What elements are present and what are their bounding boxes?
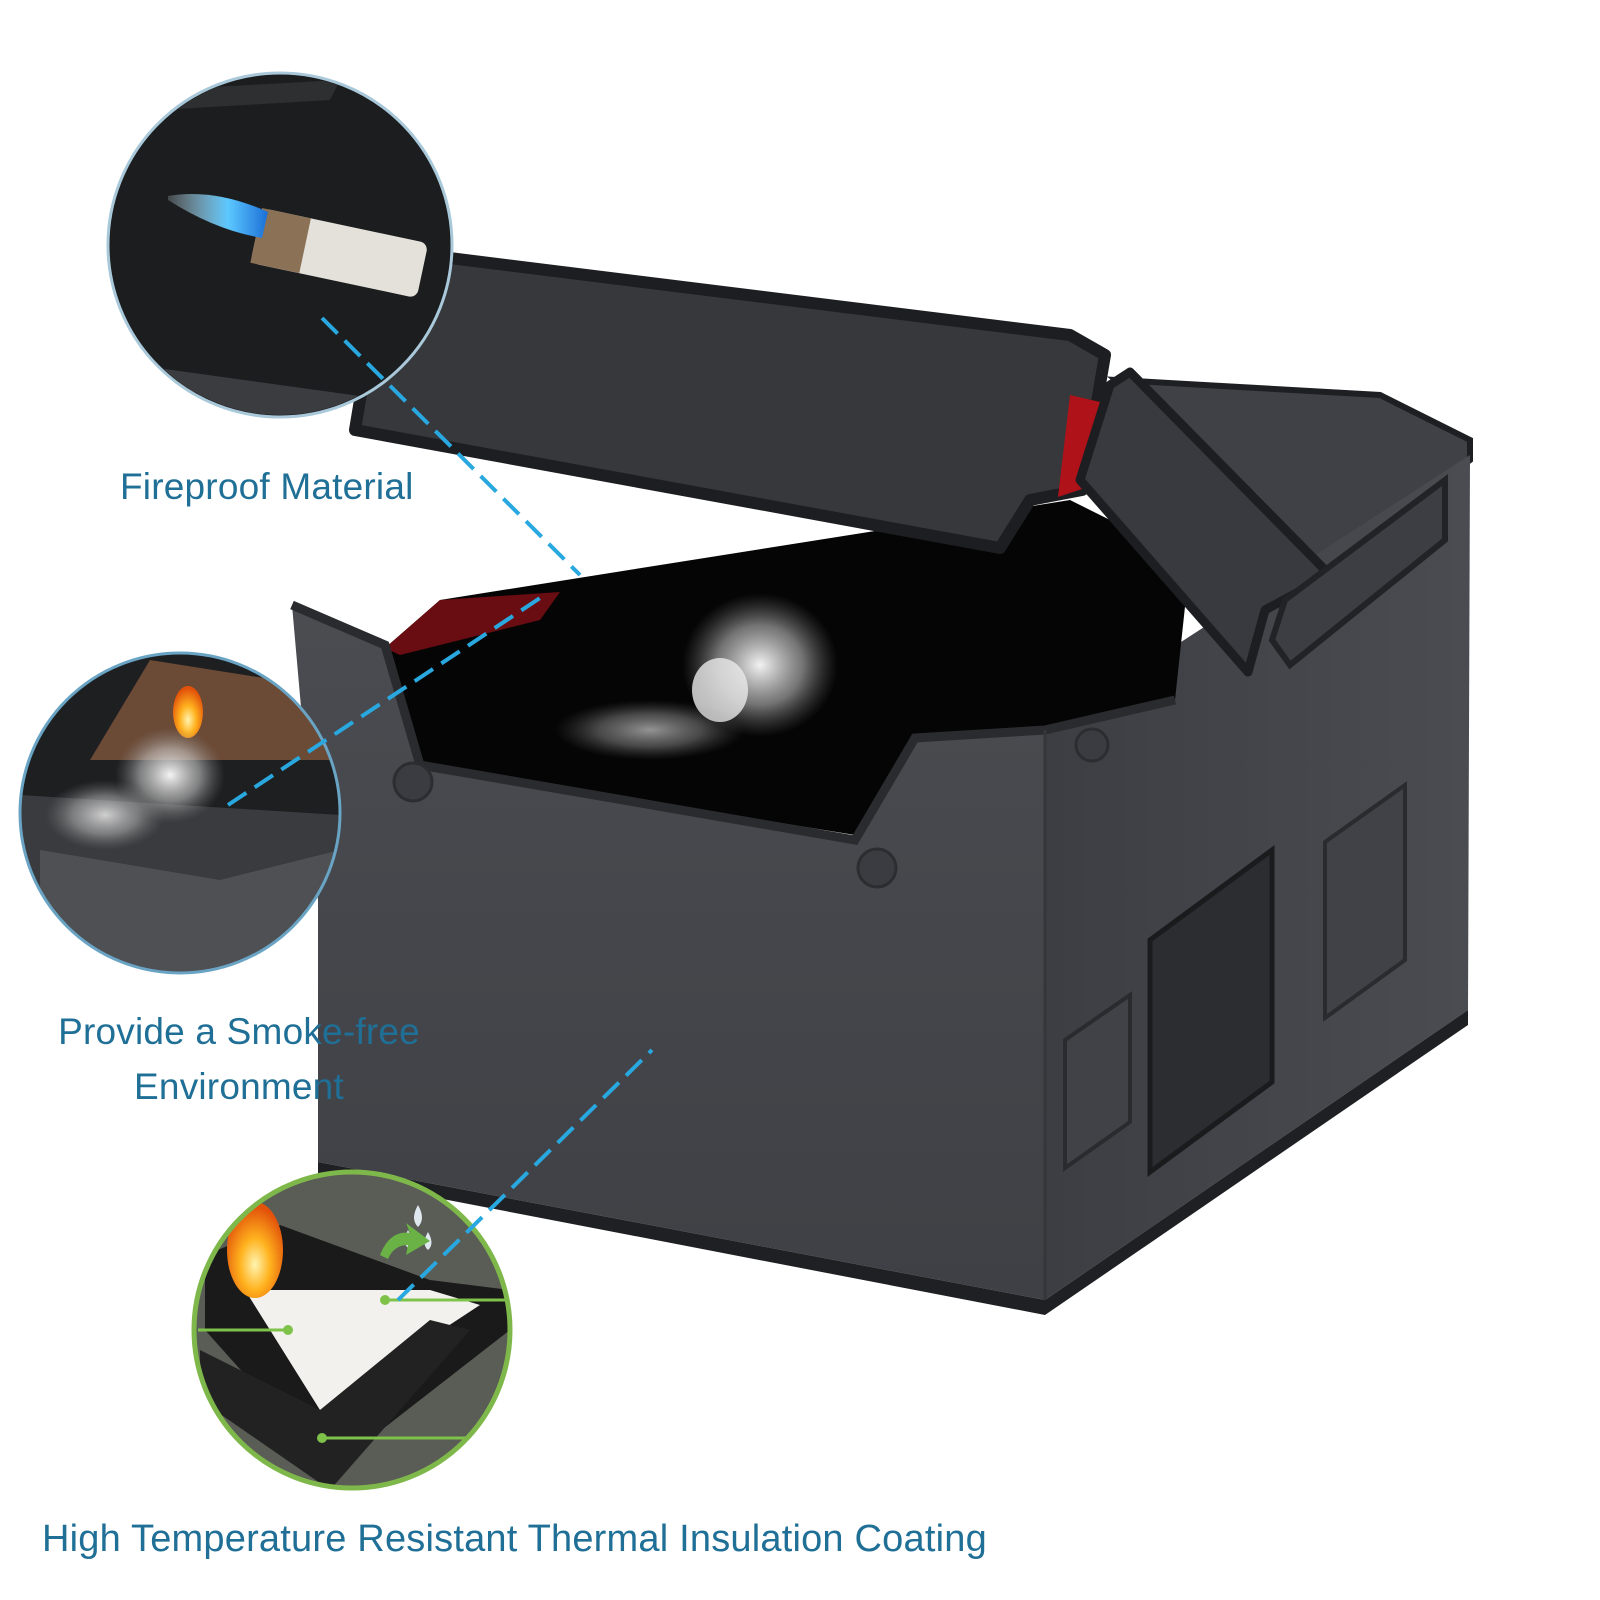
lid-red-lining xyxy=(1058,395,1100,497)
leader-line-fireproof xyxy=(320,316,582,577)
snap-button xyxy=(856,847,898,889)
fireproof-box xyxy=(290,244,1473,1315)
mesh-pocket xyxy=(1147,845,1275,1177)
label-smoke-free: Provide a Smoke-free Environment xyxy=(24,1004,454,1114)
torch-flame xyxy=(168,194,268,238)
label-smoke-free-line1: Provide a Smoke-free xyxy=(58,1011,420,1052)
callout-coating xyxy=(191,1169,513,1491)
leader-lines xyxy=(226,316,654,1302)
smoke-plume xyxy=(555,593,838,760)
label-smoke-free-line2: Environment xyxy=(134,1066,344,1107)
callout-smoke-free xyxy=(18,651,342,975)
snap-button xyxy=(1074,727,1110,763)
side-pocket xyxy=(1063,991,1132,1172)
fire-icon xyxy=(173,686,203,738)
side-lid-flap xyxy=(1075,367,1335,677)
arrow-icon xyxy=(380,1223,430,1259)
open-lid xyxy=(349,244,1111,554)
label-fireproof-material: Fireproof Material xyxy=(120,466,414,507)
fire-icon xyxy=(227,1202,283,1298)
leader-line-coating xyxy=(396,1048,654,1302)
label-thermal-coating: High Temperature Resistant Thermal Insul… xyxy=(42,1518,987,1560)
interior-red-wall xyxy=(385,592,560,655)
snap-button xyxy=(392,761,434,803)
callout-fireproof xyxy=(106,71,454,419)
side-lid-flap-right xyxy=(1268,474,1448,670)
side-pocket xyxy=(1323,781,1407,1022)
